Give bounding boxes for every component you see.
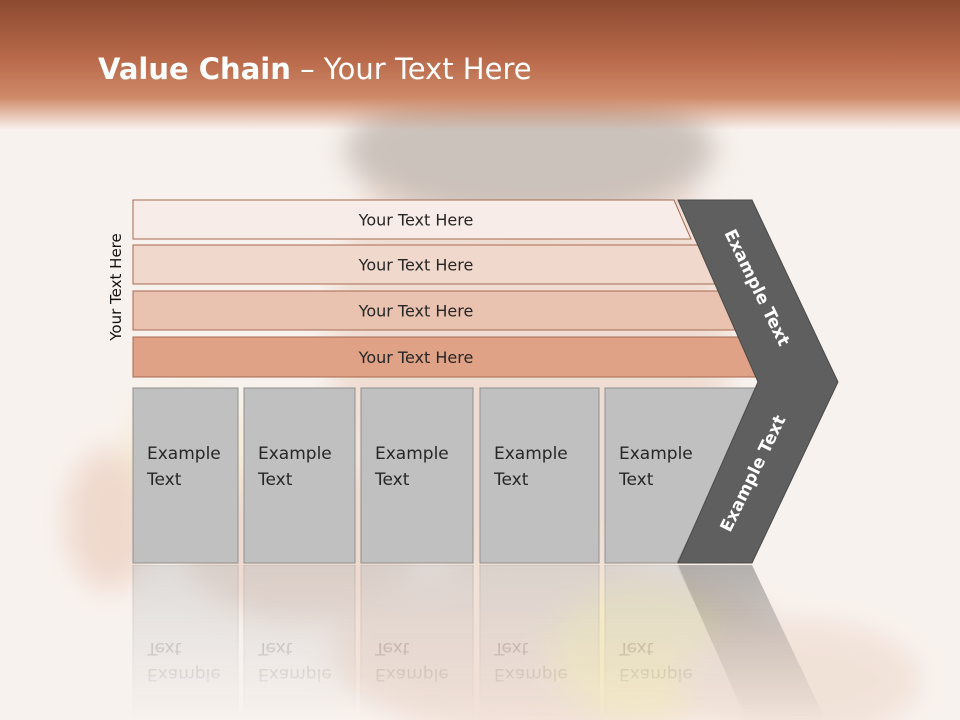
box-text-line1-5: Example	[619, 444, 693, 464]
box-text-line2-2: Text	[257, 470, 293, 490]
box-4	[479, 387, 600, 564]
box-text-line2-3: Text	[374, 470, 410, 490]
page-title: Value Chain – Your Text Here	[98, 52, 532, 86]
title-bold: Value Chain	[98, 52, 291, 86]
title-rest: – Your Text Here	[290, 52, 532, 86]
chevron-arrow	[677, 199, 839, 564]
bar-label-4: Your Text Here	[358, 348, 474, 367]
box-text-line2-1: Text	[146, 470, 182, 490]
box-3	[360, 387, 474, 564]
box-text-line1-2: Example	[258, 444, 332, 464]
bar-label-1: Your Text Here	[358, 211, 474, 230]
box-text-line1-1: Example	[147, 444, 221, 464]
box-text-line1-4: Example	[494, 444, 568, 464]
box-5	[604, 387, 761, 564]
box-2	[243, 387, 356, 564]
header-band	[0, 0, 960, 130]
box-text-line2-4: Text	[493, 470, 529, 490]
bar-label-2: Your Text Here	[358, 256, 474, 275]
bar-1	[132, 199, 692, 240]
bar-label-3: Your Text Here	[358, 302, 474, 321]
box-text-line1-3: Example	[375, 444, 449, 464]
box-1	[132, 387, 239, 564]
box-text-line2-5: Text	[618, 470, 654, 490]
